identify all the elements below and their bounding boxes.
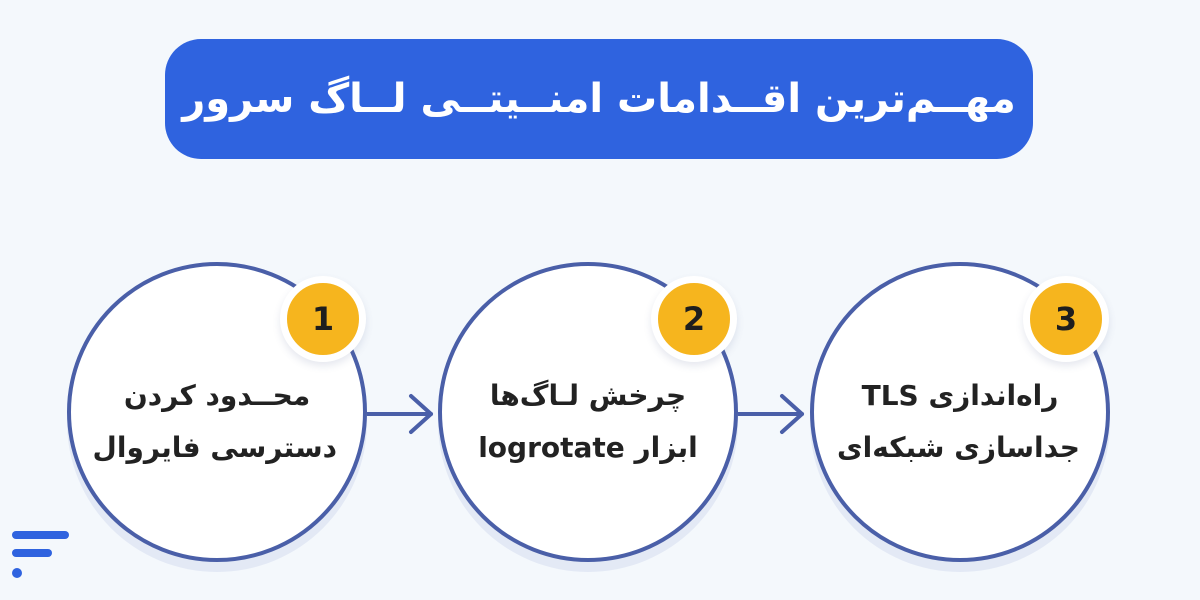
- step-1-line-2: دسترسی فایروال: [92, 431, 337, 464]
- page-title: مهــم‌ترین اقــدامات امنــیتــی لــاگ سر…: [182, 76, 1016, 122]
- step-1-line-1: محــدود کردن: [123, 379, 311, 412]
- brand-logo-icon: [12, 531, 72, 589]
- step-2-number-badge: 2: [651, 276, 737, 362]
- step-3-text: راه‌اندازی TLS جداسازی شبکه‌ای: [836, 370, 1080, 474]
- step-3-number-badge: 3: [1023, 276, 1109, 362]
- step-2-line-2: ابزار logrotate: [478, 431, 698, 464]
- step-1-text: محــدود کردن دسترسی فایروال: [92, 370, 337, 474]
- step-card-3: راه‌اندازی TLS جداسازی شبکه‌ای: [810, 262, 1110, 562]
- arrow-right-icon: [409, 394, 433, 434]
- arrow-right-icon: [780, 394, 804, 434]
- step-3-line-1: راه‌اندازی TLS: [861, 379, 1059, 412]
- title-banner: مهــم‌ترین اقــدامات امنــیتــی لــاگ سر…: [165, 39, 1033, 159]
- logo-bar-top: [12, 531, 69, 539]
- step-3-line-2: جداسازی شبکه‌ای: [836, 431, 1080, 464]
- step-2-text: چرخش لـاگ‌ها ابزار logrotate: [468, 370, 708, 474]
- connector-1: [365, 394, 433, 434]
- logo-dot: [12, 568, 22, 578]
- step-1-number-badge: 1: [280, 276, 366, 362]
- logo-bar-middle: [12, 549, 52, 557]
- step-2-line-1: چرخش لـاگ‌ها: [489, 379, 687, 412]
- connector-2: [736, 394, 804, 434]
